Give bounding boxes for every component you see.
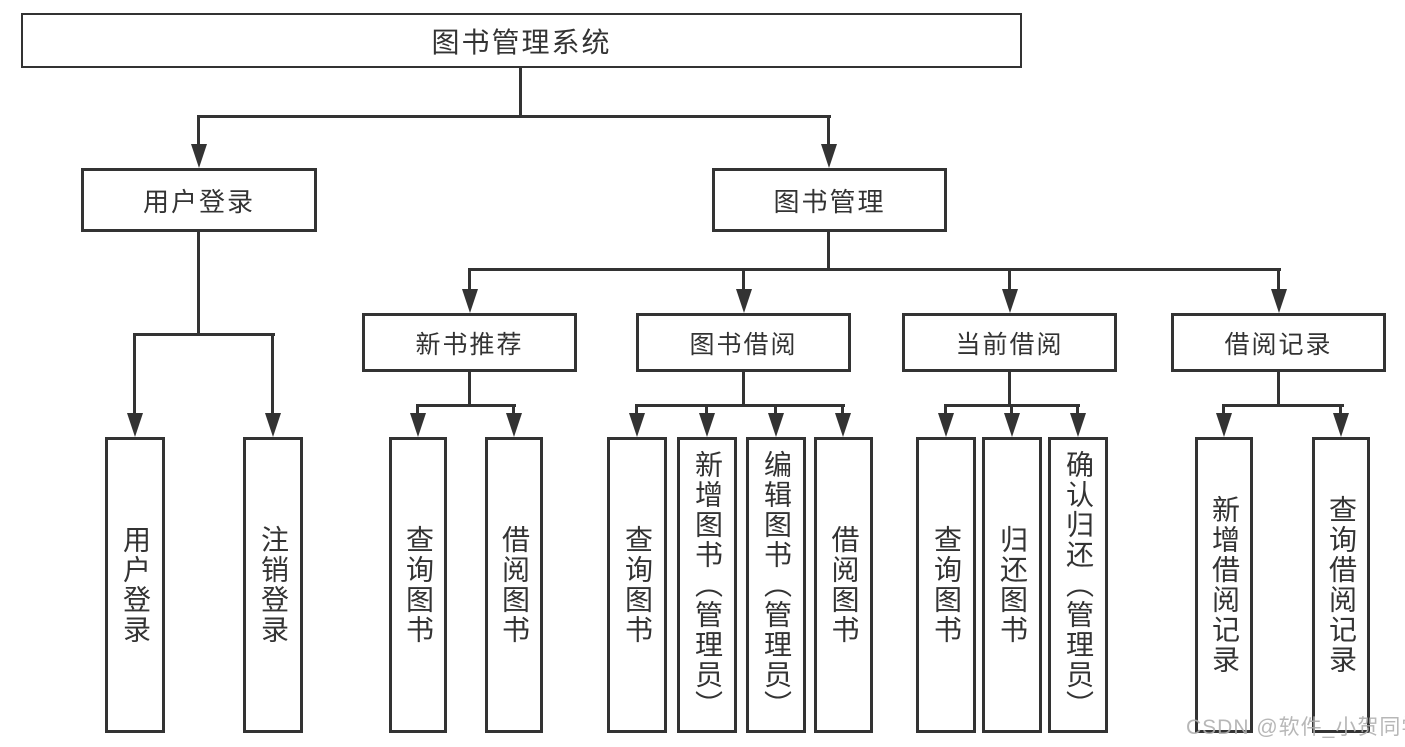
leaf-confirm-return-admin: 确认归还（管理员） xyxy=(1048,437,1108,733)
node-new-book-recommend: 新书推荐 xyxy=(362,313,577,372)
leaf-label: 注销登录 xyxy=(258,525,289,645)
connector-line xyxy=(742,268,745,296)
connector-line xyxy=(468,268,1281,271)
connector-line xyxy=(742,372,745,407)
arrow-down-icon xyxy=(835,413,851,437)
node-library-system: 图书管理系统 xyxy=(21,13,1022,68)
arrow-down-icon xyxy=(127,413,143,437)
leaf-return-books: 归还图书 xyxy=(982,437,1042,733)
leaf-label: 编辑图书（管理员） xyxy=(761,450,792,720)
arrow-down-icon xyxy=(410,413,426,437)
arrow-down-icon xyxy=(191,144,207,168)
connector-line xyxy=(1339,404,1342,418)
arrow-down-icon xyxy=(1004,413,1020,437)
arrow-down-icon xyxy=(629,413,645,437)
arrow-down-icon xyxy=(1271,289,1287,313)
connector-line xyxy=(133,333,275,336)
leaf-add-borrow-record: 新增借阅记录 xyxy=(1195,437,1253,733)
leaf-label: 新增图书（管理员） xyxy=(692,450,723,720)
arrow-down-icon xyxy=(768,413,784,437)
connector-line xyxy=(705,404,708,418)
arrow-down-icon xyxy=(1216,413,1232,437)
arrow-down-icon xyxy=(1002,289,1018,313)
node-user-login: 用户登录 xyxy=(81,168,317,232)
leaf-label: 新增借阅记录 xyxy=(1209,495,1240,675)
arrow-down-icon xyxy=(265,413,281,437)
node-book-borrowing: 图书借阅 xyxy=(636,313,851,372)
connector-line xyxy=(1008,268,1011,296)
arrow-down-icon xyxy=(1333,413,1349,437)
connector-line xyxy=(1222,404,1225,418)
arrow-down-icon xyxy=(938,413,954,437)
connector-line xyxy=(271,333,274,417)
connector-line xyxy=(133,333,136,417)
leaf-query-books: 查询图书 xyxy=(916,437,976,733)
leaf-label: 确认归还（管理员） xyxy=(1063,450,1094,720)
connector-line xyxy=(512,404,515,418)
leaf-user-login: 用户登录 xyxy=(105,437,165,733)
connector-line xyxy=(1222,404,1344,407)
connector-line xyxy=(827,232,830,271)
leaf-query-books: 查询图书 xyxy=(607,437,667,733)
leaf-edit-books-admin: 编辑图书（管理员） xyxy=(746,437,806,733)
watermark: CSDN @软件_小贺同学 xyxy=(1186,716,1405,739)
leaf-label: 查询图书 xyxy=(622,525,653,645)
leaf-label: 借阅图书 xyxy=(828,525,860,645)
node-borrowing-records: 借阅记录 xyxy=(1171,313,1386,372)
connector-line xyxy=(1277,372,1280,407)
leaf-label: 查询借阅记录 xyxy=(1326,495,1357,675)
leaf-query-borrow-record: 查询借阅记录 xyxy=(1312,437,1370,733)
connector-line xyxy=(1076,404,1079,418)
arrow-down-icon xyxy=(506,413,522,437)
node-current-borrowing: 当前借阅 xyxy=(902,313,1117,372)
arrow-down-icon xyxy=(736,289,752,313)
node-book-management: 图书管理 xyxy=(712,168,947,232)
connector-line xyxy=(416,404,419,418)
connector-line xyxy=(635,404,638,418)
connector-line xyxy=(774,404,777,418)
leaf-logout: 注销登录 xyxy=(243,437,303,733)
leaf-label: 查询图书 xyxy=(403,525,434,645)
arrow-down-icon xyxy=(462,289,478,313)
arrow-down-icon xyxy=(821,144,837,168)
connector-line xyxy=(197,232,200,336)
arrow-down-icon xyxy=(699,413,715,437)
connector-line xyxy=(416,404,516,407)
leaf-label: 用户登录 xyxy=(120,525,151,645)
connector-line xyxy=(519,67,522,118)
connector-line xyxy=(1277,268,1280,296)
connector-line xyxy=(827,115,830,155)
leaf-add-books-admin: 新增图书（管理员） xyxy=(677,437,737,733)
connector-line xyxy=(468,372,471,407)
connector-line xyxy=(1008,372,1011,407)
leaf-borrow-books: 借阅图书 xyxy=(814,437,873,733)
leaf-label: 借阅图书 xyxy=(499,525,530,645)
connector-line xyxy=(841,404,844,418)
leaf-borrow-books: 借阅图书 xyxy=(485,437,543,733)
leaf-label: 查询图书 xyxy=(931,525,962,645)
connector-line xyxy=(468,268,471,296)
connector-line xyxy=(1010,404,1013,418)
leaf-label: 归还图书 xyxy=(997,525,1028,645)
arrow-down-icon xyxy=(1070,413,1086,437)
connector-line xyxy=(635,404,845,407)
leaf-query-books: 查询图书 xyxy=(389,437,447,733)
connector-line xyxy=(944,404,947,418)
connector-line xyxy=(197,115,831,118)
connector-line xyxy=(197,115,200,155)
